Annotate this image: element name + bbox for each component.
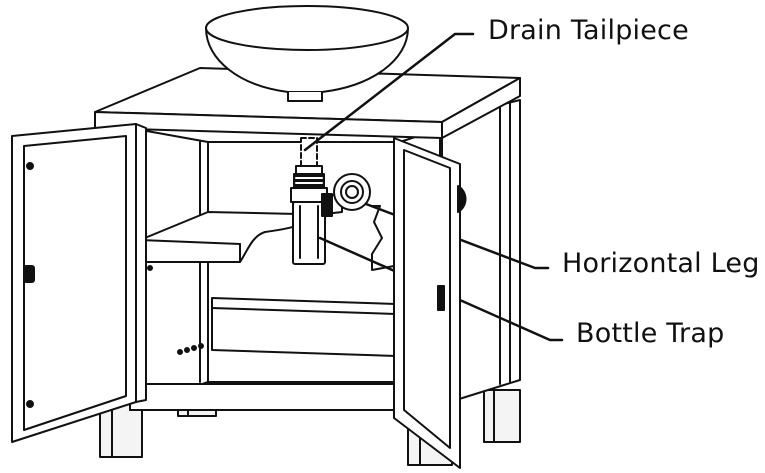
trap-bottle — [293, 202, 325, 264]
leg-back-right — [484, 390, 520, 442]
countertop-right-edge — [442, 78, 520, 138]
bottle-trap — [291, 188, 327, 264]
sink-rim — [206, 6, 408, 50]
label-horizontal-leg: Horizontal Leg — [562, 248, 760, 279]
left-door — [12, 124, 146, 442]
right-door-panel — [394, 138, 460, 468]
horizontal-leg — [322, 174, 370, 216]
left-door-hinge-edge — [136, 124, 146, 402]
right-door — [372, 138, 466, 468]
back-panel — [212, 298, 396, 356]
slip-nut — [322, 194, 332, 216]
middle-shelf — [140, 212, 311, 270]
right-door-inset — [404, 150, 450, 448]
vessel-sink — [206, 6, 408, 101]
left-door-inset — [24, 136, 126, 430]
left-door-handle — [24, 266, 34, 282]
label-bottle-trap: Bottle Trap — [576, 318, 725, 349]
tailpiece-nut-top — [296, 166, 322, 174]
drain-tailpiece — [294, 138, 324, 188]
tailpiece-nut — [294, 174, 324, 188]
label-drain-tailpiece: Drain Tailpiece — [488, 15, 689, 46]
right-door-knob — [458, 186, 466, 212]
leader-drain-tailpiece — [305, 34, 473, 150]
